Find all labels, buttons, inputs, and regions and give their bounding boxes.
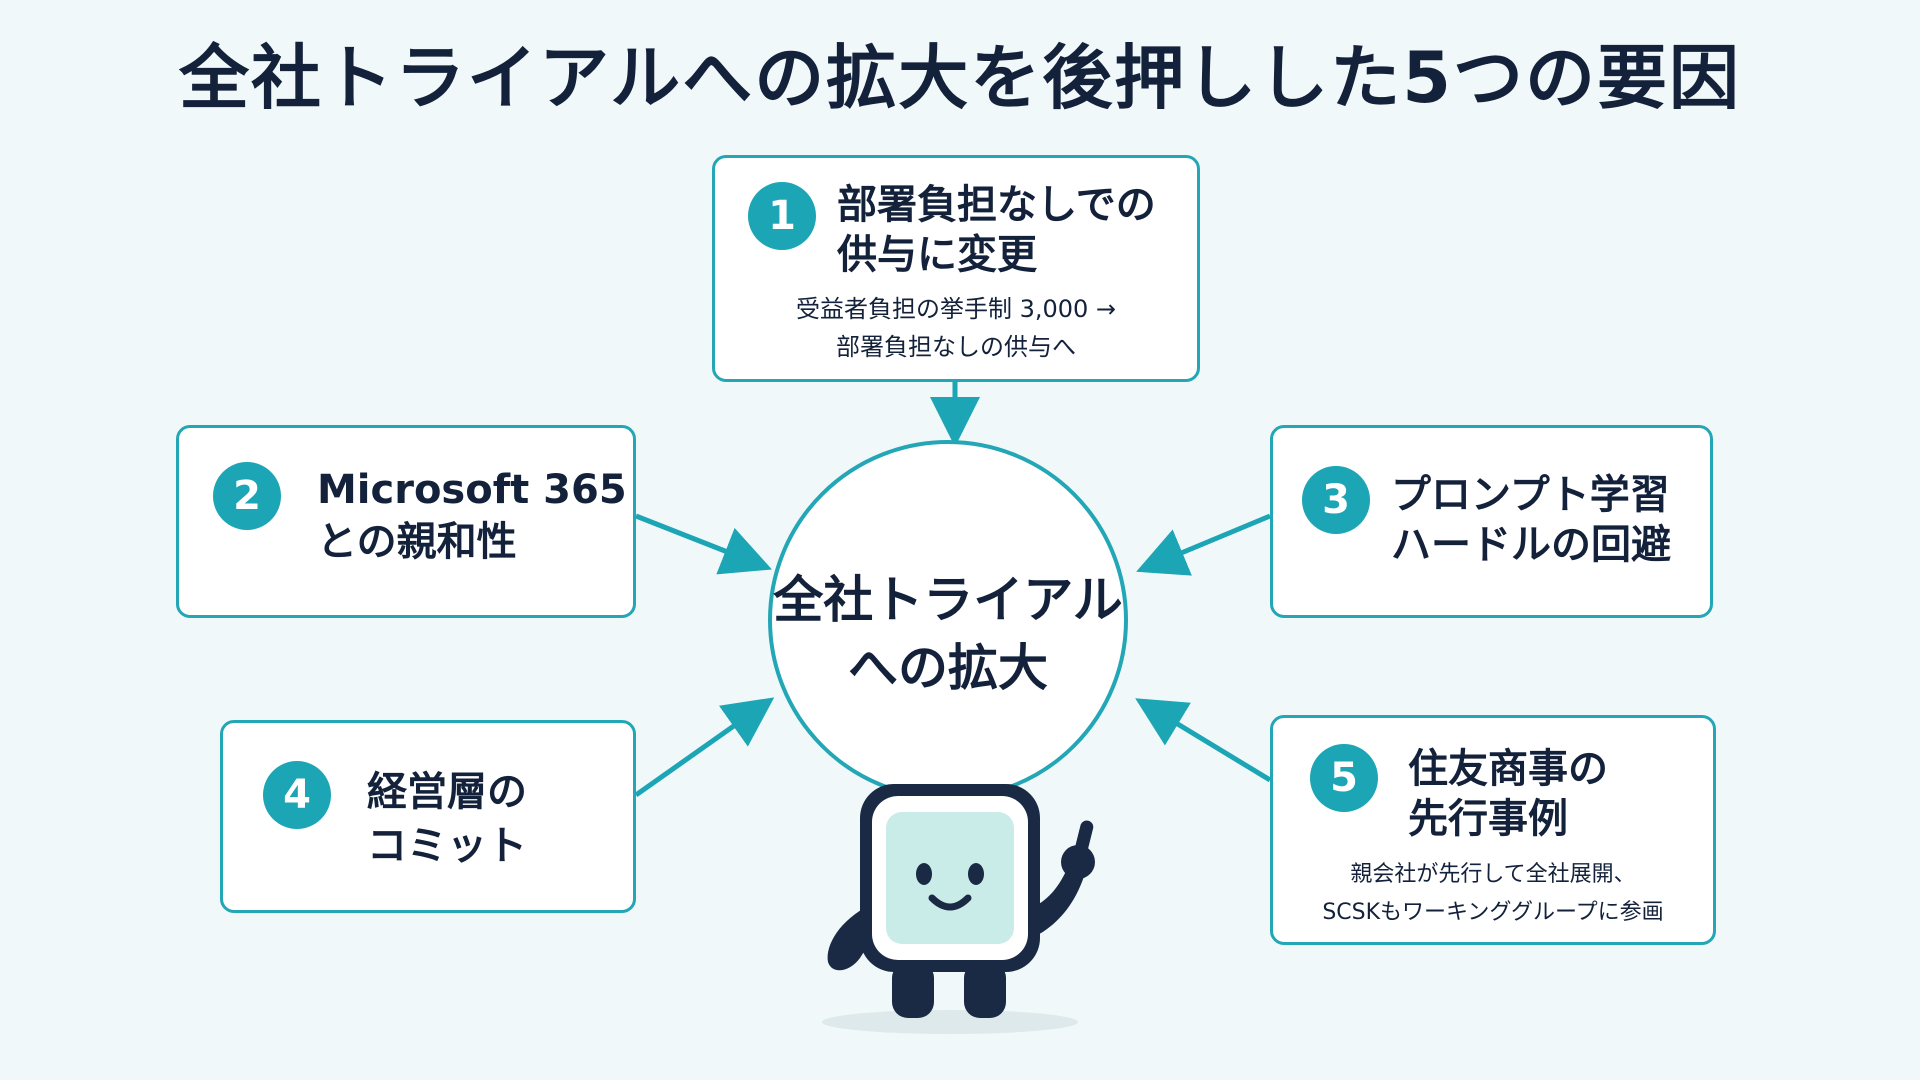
factor-card-2: 2 Microsoft 365 との親和性 — [176, 425, 636, 618]
mascot-shadow — [822, 1010, 1078, 1034]
factor-number-badge-5: 5 — [1310, 744, 1378, 812]
page-title: 全社トライアルへの拡大を後押しした5つの要因 — [178, 37, 1741, 119]
factor-card-5: 5 住友商事の 先行事例 親会社が先行して全社展開、 SCSKもワーキンググルー… — [1270, 715, 1716, 945]
factor-card-3: 3 プロンプト学習 ハードルの回避 — [1270, 425, 1713, 618]
factor-title-5-line1: 住友商事の — [1408, 746, 1608, 792]
mascot-right-arm — [1026, 862, 1086, 936]
factor-title-4-line2: コミット — [367, 823, 527, 869]
center-label-line2: への拡大 — [848, 639, 1048, 697]
factor-number-badge-1: 1 — [748, 182, 816, 250]
factor-desc-5-line1: 親会社が先行して全社展開、 — [1350, 862, 1636, 887]
factor-title-2-line2: との親和性 — [317, 519, 517, 565]
connector-arrow-3 — [1136, 513, 1271, 576]
factor-title-2-line1: Microsoft 365 — [317, 467, 627, 513]
connector-arrow-5 — [1135, 698, 1272, 783]
factor-title-3-line2: ハードルの回避 — [1391, 522, 1671, 568]
connector-arrow-4 — [634, 697, 775, 798]
mascot-left-eye — [916, 863, 932, 885]
factor-title-1-line2: 供与に変更 — [837, 232, 1037, 278]
mascot-right-leg — [964, 962, 1006, 1018]
center-label: 全社トライアル への拡大 — [772, 566, 1124, 702]
mascot-face-panel — [886, 812, 1014, 944]
factor-title-3-line1: プロンプト学習 — [1391, 472, 1670, 518]
center-label-line1: 全社トライアル — [773, 571, 1123, 629]
mascot-pointing-finger — [1074, 820, 1094, 858]
factor-card-4: 4 経営層の コミット — [220, 720, 636, 913]
factor-title-1-line1: 部署負担なしでの — [837, 182, 1156, 228]
factor-desc-5-line2: SCSKもワーキンググループに参画 — [1322, 900, 1664, 925]
center-circle: 全社トライアル への拡大 — [768, 440, 1128, 800]
factor-title-4-line1: 経営層の — [367, 769, 527, 815]
factor-number-badge-2: 2 — [213, 462, 281, 530]
connector-arrow-2 — [635, 513, 772, 575]
cube-mascot-pointing-icon — [822, 784, 1095, 1034]
factor-number-badge-3: 3 — [1302, 466, 1370, 534]
factor-number-badge-4: 4 — [263, 761, 331, 829]
factor-desc-1-line1: 受益者負担の挙手制 3,000 → — [795, 295, 1117, 323]
mascot-right-eye — [968, 863, 984, 885]
mascot-left-leg — [892, 962, 934, 1018]
factor-title-5-line2: 先行事例 — [1408, 796, 1568, 842]
factor-desc-1-line2: 部署負担なしの供与へ — [836, 333, 1076, 361]
mascot-smile — [928, 894, 972, 911]
factor-card-1: 1 部署負担なしでの 供与に変更 受益者負担の挙手制 3,000 → 部署負担な… — [712, 155, 1200, 382]
